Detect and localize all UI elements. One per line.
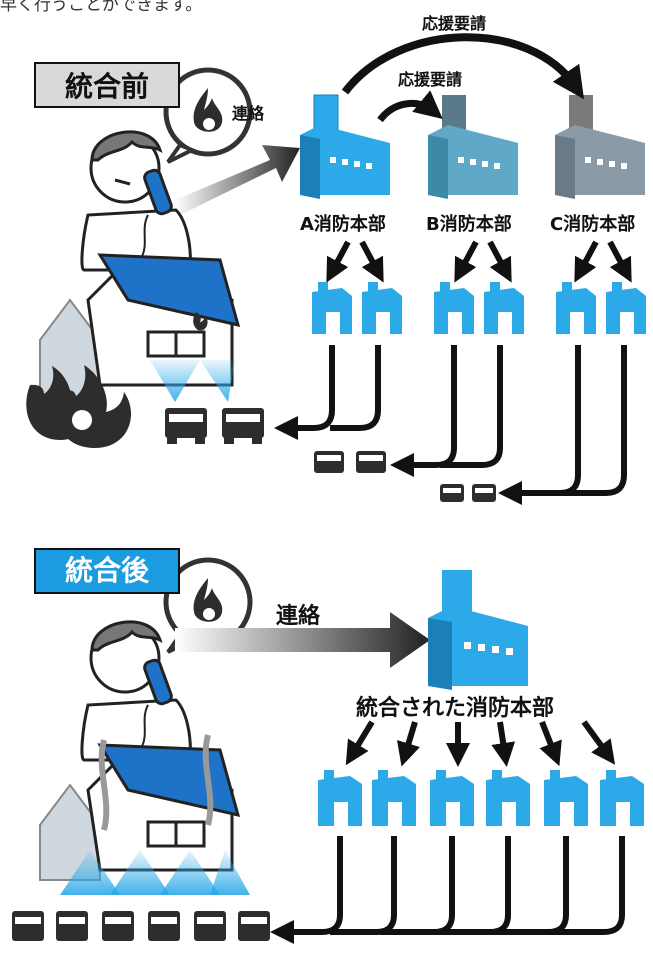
hq-a-icon [300,94,390,199]
hq-c-icon [555,95,645,199]
fire-trucks-after [12,911,270,941]
contact-label-after: 連絡 [276,604,321,629]
integrated-hq-icon [428,570,528,690]
hq-a-label: A消防本部 [300,214,386,235]
after-label: 統合後 [34,548,180,594]
support-request-label-inner: 応援要請 [398,70,463,89]
fire-report-bubble [163,67,253,164]
fire-report-bubble-after [163,557,253,654]
support-request-arrow-inner [377,90,443,123]
burning-house-before [26,253,241,448]
hq-c-label: C消防本部 [550,214,636,235]
hq-b-label: B消防本部 [426,214,512,235]
integrated-hq-label: 統合された消防本部 [356,696,555,721]
stations-before [312,282,646,334]
before-label: 統合前 [34,62,180,108]
contact-label-before: 連絡 [232,104,265,123]
dispatch-arrows-before [326,240,632,283]
stations-after [318,770,644,826]
support-request-label-outer: 応援要請 [422,14,487,33]
contact-arrow-after [175,612,430,668]
dispatch-arrows-after [345,720,616,767]
support-request-arrow-outer [341,33,585,100]
contact-arrow [175,145,300,214]
house-after [39,734,250,895]
top-caption: 早く行うことができます。 [0,0,203,15]
routes-before [274,345,627,505]
fire-trucks-before [165,408,496,502]
hq-b-icon [428,95,518,199]
routes-after [270,836,625,944]
